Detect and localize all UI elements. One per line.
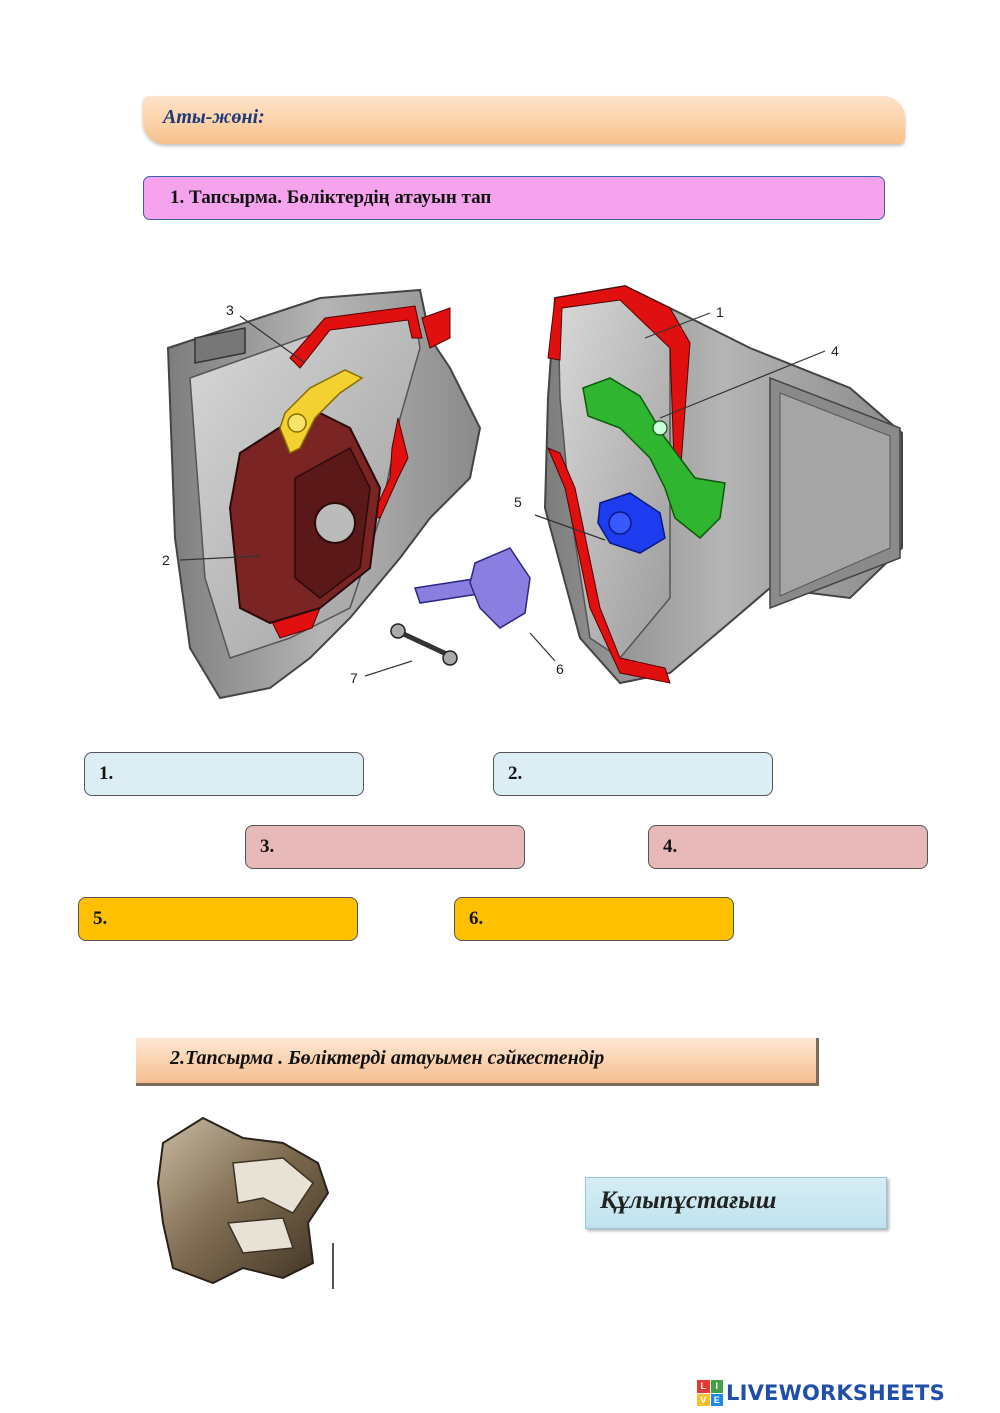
callout-6: 6: [556, 661, 564, 677]
match-card-lock-holder[interactable]: Құлыпұстағыш: [585, 1177, 887, 1229]
answer-field-1[interactable]: 1.: [84, 752, 364, 796]
left-coupler-half: [166, 288, 482, 700]
bolt-part-7: [390, 623, 458, 666]
callout-5: 5: [514, 494, 522, 510]
callout-2: 2: [162, 552, 170, 568]
lock-holder-image[interactable]: [133, 1103, 339, 1289]
callout-7: 7: [350, 670, 358, 686]
handle-part-6: [414, 547, 531, 629]
answer-field-4[interactable]: 4.: [648, 825, 928, 869]
answer-field-2[interactable]: 2.: [493, 752, 773, 796]
callout-lines: [179, 312, 826, 677]
match-card-label: Құлыпұстағыш: [600, 1187, 777, 1214]
answer-field-5[interactable]: 5.: [78, 897, 358, 941]
footer-brand: L I V E LIVEWORKSHEETS: [697, 1378, 997, 1408]
task2-label: 2.Тапсырма . Бөліктерді атауымен сәйкест…: [170, 1047, 605, 1069]
name-banner: Аты-жөні:: [143, 96, 905, 144]
task2-heading: 2.Тапсырма . Бөліктерді атауымен сәйкест…: [136, 1038, 819, 1086]
task1-label: 1. Тапсырма. Бөліктердің атауын тап: [170, 187, 492, 208]
liveworksheets-logo-icon: L I V E: [697, 1380, 723, 1406]
coupler-diagram: 1 2 3 4 5 6 7: [162, 284, 903, 700]
answer-field-6[interactable]: 6.: [454, 897, 734, 941]
brand-text: LIVEWORKSHEETS: [726, 1381, 945, 1405]
right-coupler-half: [543, 284, 903, 685]
callout-3: 3: [226, 302, 234, 318]
callout-1: 1: [716, 304, 724, 320]
callout-4: 4: [831, 343, 839, 359]
name-label: Аты-жөні:: [163, 106, 265, 128]
task1-heading: 1. Тапсырма. Бөліктердің атауын тап: [143, 176, 885, 220]
answer-field-3[interactable]: 3.: [245, 825, 525, 869]
